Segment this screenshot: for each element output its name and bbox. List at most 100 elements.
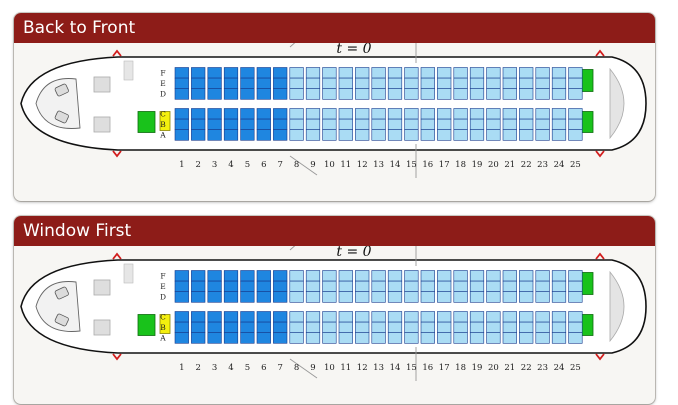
seat [453,88,468,100]
seat [223,311,239,323]
seat [502,270,517,282]
seat [420,321,435,333]
seat [273,108,288,120]
seat-letter-label: A [159,131,166,140]
seat [387,332,403,344]
seat-letter-label: E [160,79,165,88]
seat [404,77,419,89]
seat [355,129,370,141]
seat [191,88,206,100]
row-number-label: 9 [310,363,315,373]
seat [387,291,403,303]
seat [174,67,189,79]
seat [437,129,452,141]
seat [453,270,468,282]
seat [322,270,337,282]
seat [420,270,435,282]
rear-galley [609,270,625,343]
seat [568,270,583,282]
exit-arrow-icon [112,353,122,361]
front-door-marker [137,314,156,336]
seat [535,332,550,344]
row-number-label: 18 [455,363,466,373]
seat [223,77,239,89]
seat [453,332,468,344]
seat [256,67,271,79]
seat [535,88,550,100]
panel-title: Back to Front [14,13,655,43]
seat [322,280,337,292]
seat [437,311,452,323]
seat [551,270,567,282]
row-number-label: 19 [472,363,483,373]
seat [355,77,370,89]
seat [322,129,337,141]
seat [568,321,583,333]
seat [223,88,239,100]
row-number-label: 20 [488,363,499,373]
exit-arrow-icon [112,150,122,158]
seat [568,67,583,79]
seat [502,321,517,333]
seat [469,332,485,344]
row-number-label: 5 [245,363,250,373]
seat-letter-label: B [160,120,166,129]
time-label: t = 0 [336,43,371,57]
copilot-seat-icon [54,110,69,124]
seat [502,67,517,79]
seat [338,77,353,89]
seat [174,291,189,303]
row-number-label: 17 [439,363,450,373]
seat [387,321,403,333]
seat [240,118,255,130]
seat [338,321,353,333]
seat [322,311,337,323]
seat [502,332,517,344]
seat [404,67,419,79]
seat [289,280,304,292]
row-number-label: 2 [195,160,200,170]
seat [174,270,189,282]
seat [551,291,567,303]
seat [551,280,567,292]
galley-block [93,116,111,133]
seat [420,108,435,120]
seat [256,108,271,120]
seat [453,129,468,141]
closet-block [123,60,134,81]
seat [338,129,353,141]
seat-letter-label: D [160,293,166,302]
cockpit [35,78,81,129]
seat [486,270,501,282]
seat [240,311,255,323]
seat [207,108,222,120]
seat [338,332,353,344]
seat [223,291,239,303]
row-number-label: 23 [537,160,548,170]
row-number-label: 12 [357,160,368,170]
row-number-label: 22 [521,363,532,373]
seat [404,108,419,120]
seat [486,77,501,89]
cockpit [35,281,81,332]
row-number-label: 22 [521,160,532,170]
row-number-label: 13 [373,363,384,373]
divider-line [289,358,318,379]
seat [191,67,206,79]
seat [305,311,321,323]
seat [519,321,534,333]
seat [551,108,567,120]
seat [437,118,452,130]
pilot-seat-icon [54,286,69,300]
seat [174,311,189,323]
seat [240,321,255,333]
seat [256,77,271,89]
seat [322,332,337,344]
seat [338,67,353,79]
seat [469,108,485,120]
seat [404,270,419,282]
seat [420,291,435,303]
seat [191,291,206,303]
row-number-label: 8 [294,160,299,170]
seat [551,129,567,141]
